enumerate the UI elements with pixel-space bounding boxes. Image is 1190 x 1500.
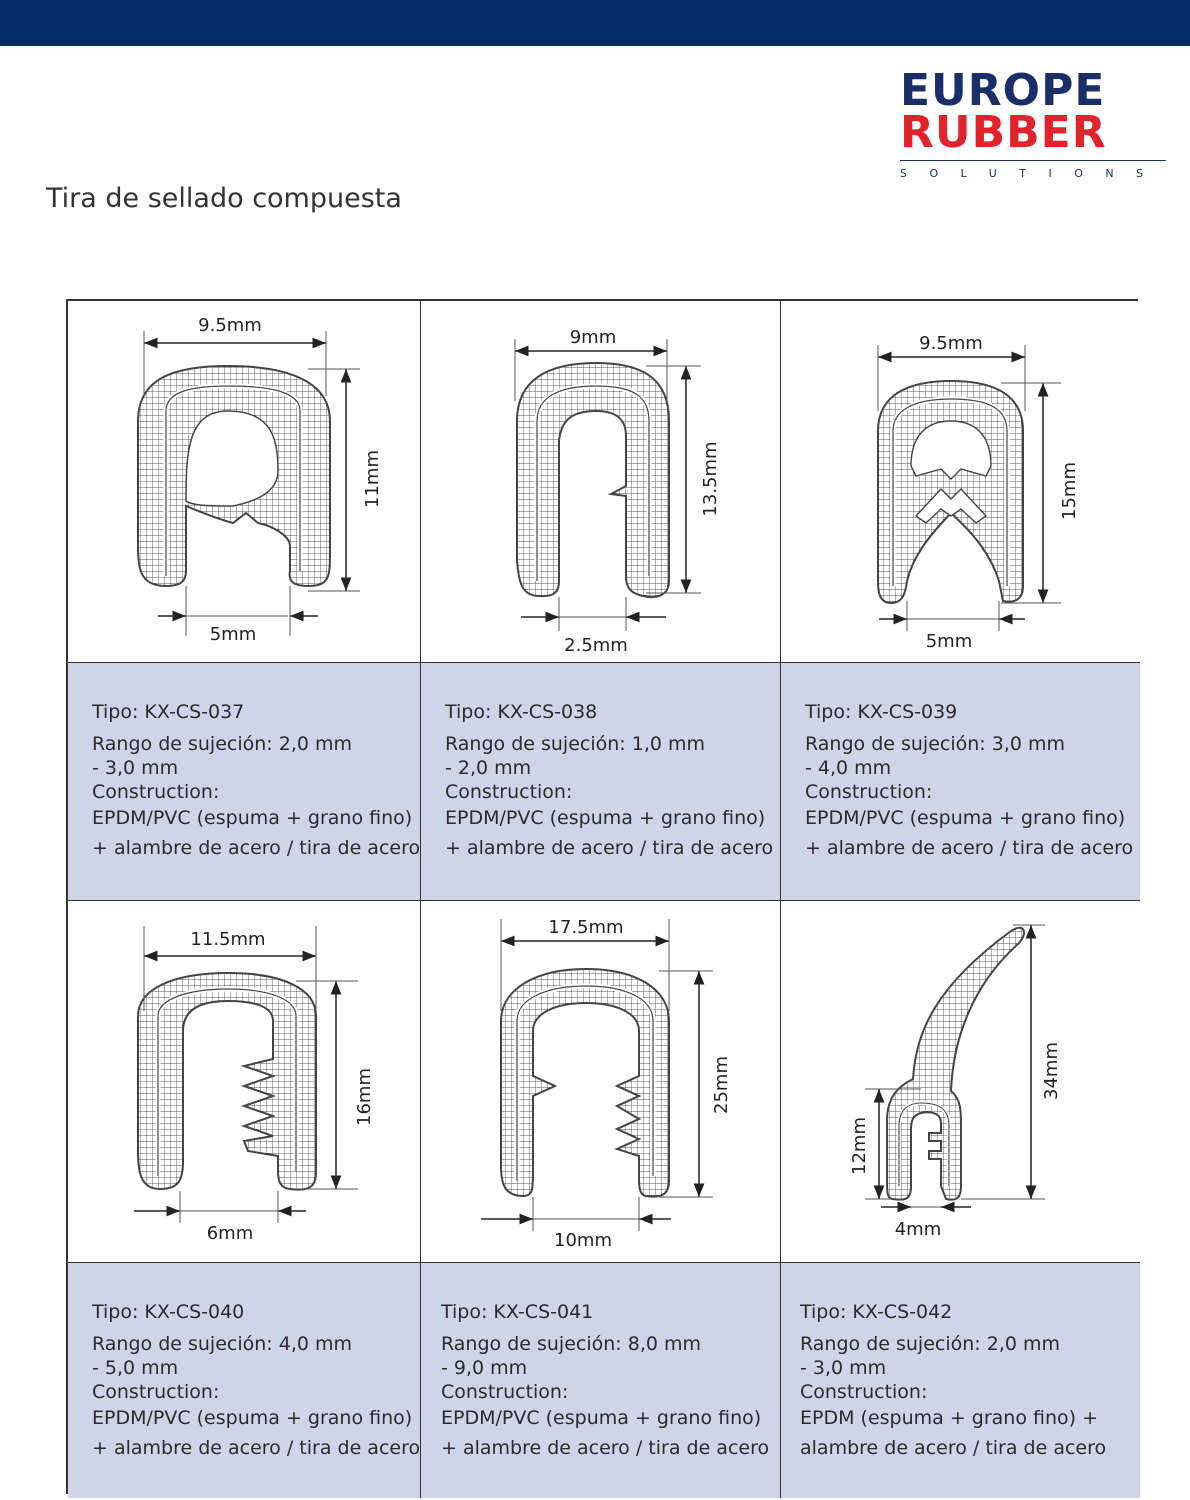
dim-width-label: 17.5mm — [548, 917, 623, 938]
construction-label: Construction: — [92, 1381, 220, 1403]
product-type: Tipo: KX-CS-038 — [445, 701, 598, 723]
clamping-range-end: - 5,0 mm — [92, 1357, 179, 1379]
construction-reinforcement: + alambre de acero / tira de acero — [92, 837, 421, 859]
dim-height-label: 13.5mm — [700, 441, 721, 516]
dim-width-label: 9mm — [570, 327, 617, 348]
product-type: Tipo: KX-CS-042 — [800, 1301, 953, 1323]
clamping-range-end: - 3,0 mm — [92, 757, 179, 779]
clamping-range: Rango de sujeción: 1,0 mm — [445, 733, 705, 755]
profile-drawing-kx-cs-038: 9mm 13.5mm 2.5mm — [421, 301, 781, 663]
construction-material: EPDM/PVC (espuma + grano fino) — [92, 1407, 413, 1429]
clamping-range: Rango de sujeción: 8,0 mm — [441, 1333, 701, 1355]
construction-material: EPDM/PVC (espuma + grano fino) — [445, 807, 766, 829]
dim-width-label: 11.5mm — [190, 929, 265, 950]
construction-label: Construction: — [441, 1381, 569, 1403]
construction-reinforcement: alambre de acero / tira de acero — [800, 1437, 1107, 1459]
spec-card-kx-cs-040: Tipo: KX-CS-040 Rango de sujeción: 4,0 m… — [68, 1263, 421, 1498]
construction-reinforcement: + alambre de acero / tira de acero — [445, 837, 774, 859]
spec-card-kx-cs-037: Tipo: KX-CS-037 Rango de sujeción: 2,0 m… — [68, 663, 421, 901]
construction-material: EPDM/PVC (espuma + grano fino) — [441, 1407, 762, 1429]
clamping-range: Rango de sujeción: 2,0 mm — [800, 1333, 1060, 1355]
profile-drawing-kx-cs-037: 9.5mm 11mm 5mm — [68, 301, 421, 663]
page-title: Tira de sellado compuesta — [46, 183, 402, 214]
clamping-range: Rango de sujeción: 2,0 mm — [92, 733, 352, 755]
clamping-range-end: - 2,0 mm — [445, 757, 532, 779]
construction-reinforcement: + alambre de acero / tira de acero — [441, 1437, 770, 1459]
spec-card-kx-cs-038: Tipo: KX-CS-038 Rango de sujeción: 1,0 m… — [421, 663, 781, 901]
construction-material: EPDM/PVC (espuma + grano fino) — [805, 807, 1126, 829]
dim-height-label: 25mm — [711, 1056, 732, 1114]
product-grid: 9.5mm 11mm 5mm 9mm 13.5mm — [66, 299, 1140, 1498]
construction-material: EPDM (espuma + grano fino) + — [800, 1407, 1099, 1429]
construction-label: Construction: — [805, 781, 933, 803]
profile-drawing-kx-cs-040: 11.5mm 16mm 6mm — [68, 901, 421, 1263]
dim-opening-label: 5mm — [926, 631, 973, 652]
product-type: Tipo: KX-CS-040 — [92, 1301, 245, 1323]
dim-opening-label: 6mm — [207, 1223, 254, 1244]
spec-card-kx-cs-039: Tipo: KX-CS-039 Rango de sujeción: 3,0 m… — [781, 663, 1140, 901]
clamping-range: Rango de sujeción: 4,0 mm — [92, 1333, 352, 1355]
product-type: Tipo: KX-CS-041 — [441, 1301, 594, 1323]
dim-height-label: 16mm — [354, 1068, 375, 1126]
dim-height-label: 11mm — [362, 450, 383, 508]
product-type: Tipo: KX-CS-039 — [805, 701, 958, 723]
spec-card-kx-cs-042: Tipo: KX-CS-042 Rango de sujeción: 2,0 m… — [781, 1263, 1140, 1498]
construction-label: Construction: — [800, 1381, 928, 1403]
top-banner — [0, 0, 1190, 46]
construction-material: EPDM/PVC (espuma + grano fino) — [92, 807, 413, 829]
profile-drawing-kx-cs-041: 17.5mm 25mm 10mm — [421, 901, 781, 1263]
construction-reinforcement: + alambre de acero / tira de acero — [805, 837, 1134, 859]
dim-height-clip-label: 12mm — [849, 1117, 870, 1175]
construction-reinforcement: + alambre de acero / tira de acero — [92, 1437, 421, 1459]
dim-height-label: 15mm — [1059, 462, 1080, 520]
product-type: Tipo: KX-CS-037 — [92, 701, 245, 723]
logo-line-solutions: SOLUTIONS — [900, 167, 1166, 180]
clamping-range: Rango de sujeción: 3,0 mm — [805, 733, 1065, 755]
clamping-range-end: - 4,0 mm — [805, 757, 892, 779]
dim-opening-label: 4mm — [895, 1219, 942, 1240]
construction-label: Construction: — [445, 781, 573, 803]
construction-label: Construction: — [92, 781, 220, 803]
dim-opening-label: 2.5mm — [564, 635, 628, 656]
dim-opening-label: 10mm — [554, 1230, 612, 1251]
clamping-range-end: - 3,0 mm — [800, 1357, 887, 1379]
logo-rule — [900, 160, 1166, 161]
spec-card-kx-cs-041: Tipo: KX-CS-041 Rango de sujeción: 8,0 m… — [421, 1263, 781, 1498]
logo-line-rubber: RUBBER — [900, 107, 1107, 158]
profile-drawing-kx-cs-042: 34mm 12mm 4mm — [781, 901, 1140, 1263]
dim-height-total-label: 34mm — [1041, 1042, 1062, 1100]
clamping-range-end: - 9,0 mm — [441, 1357, 528, 1379]
dim-width-label: 9.5mm — [198, 315, 262, 336]
europe-rubber-logo: EUROPE RUBBER SOLUTIONS — [900, 65, 1166, 180]
dim-opening-label: 5mm — [210, 624, 257, 645]
logo-line-europe: EUROPE — [900, 65, 1106, 116]
dim-width-label: 9.5mm — [919, 333, 983, 354]
profile-drawing-kx-cs-039: 9.5mm 15mm 5mm — [781, 301, 1140, 663]
